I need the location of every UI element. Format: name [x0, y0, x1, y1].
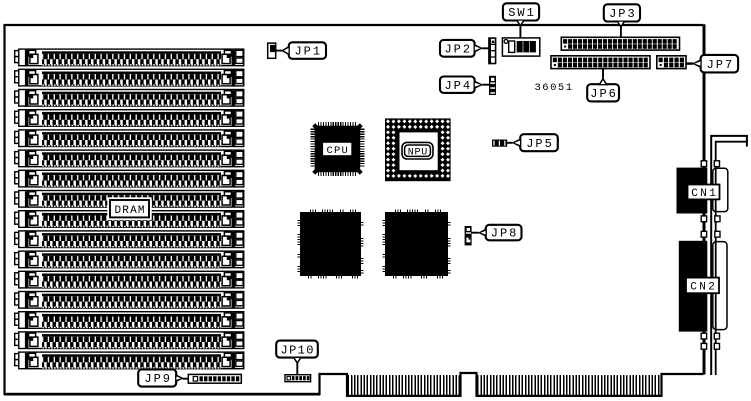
svg-text:JP6: JP6 — [590, 87, 618, 101]
svg-text:JP5: JP5 — [526, 137, 554, 151]
svg-text:DRAM: DRAM — [114, 205, 145, 217]
svg-text:JP2: JP2 — [444, 43, 472, 57]
svg-text:JP8: JP8 — [491, 227, 519, 241]
svg-text:NPU: NPU — [408, 148, 428, 159]
svg-text:JP4: JP4 — [444, 79, 472, 93]
svg-text:36051: 36051 — [534, 82, 573, 94]
svg-text:JP3: JP3 — [609, 7, 637, 21]
svg-text:JP9: JP9 — [144, 372, 172, 386]
svg-text:JP10: JP10 — [280, 343, 314, 357]
svg-text:CN1: CN1 — [691, 188, 718, 200]
svg-text:CN2: CN2 — [690, 282, 717, 294]
svg-text:JP7: JP7 — [707, 58, 735, 72]
svg-text:SW1: SW1 — [508, 6, 536, 20]
svg-text:JP1: JP1 — [294, 45, 322, 59]
svg-text:CPU: CPU — [327, 145, 350, 157]
